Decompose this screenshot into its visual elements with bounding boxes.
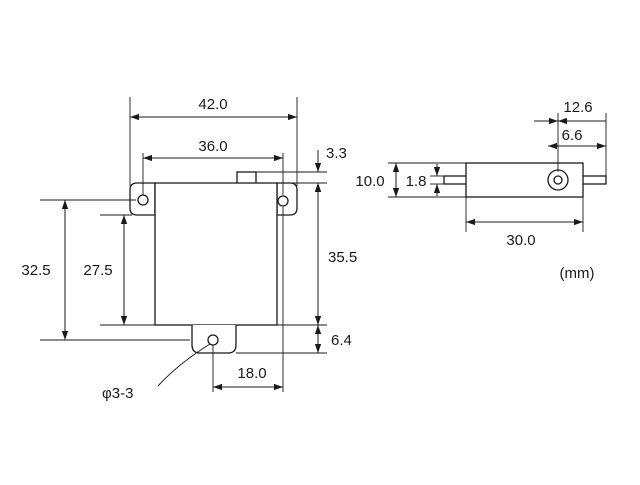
- dim-thickness: 10.0: [355, 173, 384, 190]
- side-view: 12.6 6.6 10.0 1.8 30.0: [355, 99, 607, 249]
- dim-height-body-left: 27.5: [83, 262, 112, 279]
- dim-height-right: 35.5: [328, 249, 357, 266]
- front-view: 42.0 36.0 3.3 32.5 27.5 35.5 6.4 18.0 φ3…: [21, 96, 357, 402]
- unit-label: (mm): [560, 265, 595, 282]
- lower-mounting-hole: [207, 334, 219, 346]
- dim-width-mount-holes: 36.0: [198, 138, 227, 155]
- dim-bottom-width: 18.0: [237, 365, 266, 382]
- dim-width-right-overall: 12.6: [563, 99, 592, 116]
- side-shaft-inner: [553, 175, 563, 185]
- left-mounting-hole: [137, 194, 149, 206]
- dim-length: 30.0: [506, 232, 535, 249]
- output-shaft-boss: [236, 171, 257, 185]
- dim-shaft-offset: 3.3: [326, 145, 347, 162]
- right-mounting-hole: [277, 195, 289, 207]
- dim-flange-thickness: 1.8: [406, 173, 427, 190]
- hole-callout: φ3-3: [102, 385, 133, 402]
- servo-body: [154, 182, 278, 326]
- hole-callout-leader: [157, 343, 211, 387]
- dim-lower-tab: 6.4: [331, 332, 352, 349]
- dim-height-left-overall: 32.5: [21, 262, 50, 279]
- dim-width-overall: 42.0: [198, 96, 227, 113]
- dim-hole-offset: 6.6: [562, 127, 583, 144]
